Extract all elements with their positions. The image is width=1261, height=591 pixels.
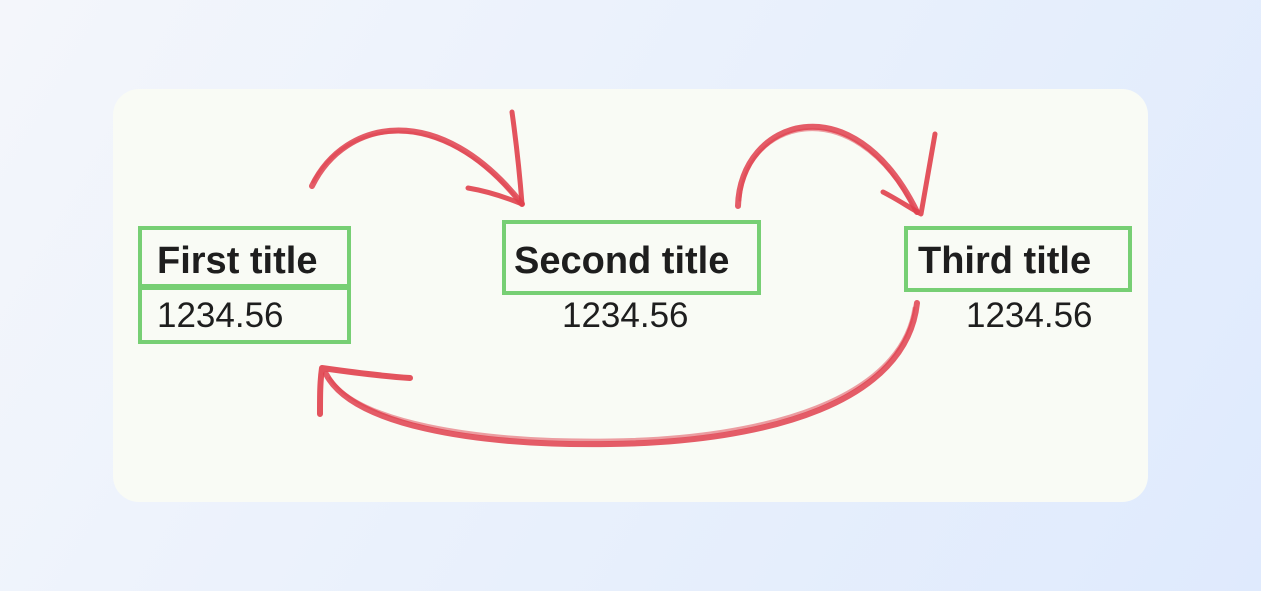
first-title: First title xyxy=(157,240,318,282)
third-title-highlight-box xyxy=(904,226,1132,292)
third-title: Third title xyxy=(918,240,1092,282)
first-value: 1234.56 xyxy=(157,296,284,335)
first-value-highlight-box xyxy=(138,286,351,344)
first-title-highlight-box xyxy=(138,226,351,288)
third-value: 1234.56 xyxy=(966,296,1093,335)
second-title-highlight-box xyxy=(502,220,761,295)
second-title: Second title xyxy=(514,240,730,282)
second-value: 1234.56 xyxy=(562,296,689,335)
